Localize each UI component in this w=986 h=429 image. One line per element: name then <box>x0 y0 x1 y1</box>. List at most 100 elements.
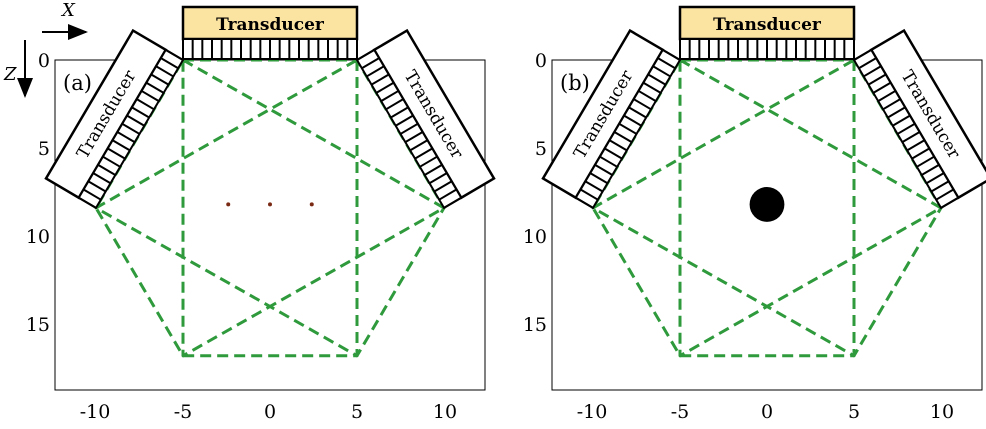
y-tick-label: 0 <box>38 50 50 72</box>
transducer-element <box>361 57 380 70</box>
transducer-element <box>390 106 409 119</box>
transducer-element <box>623 114 642 127</box>
x-tick-labels: -10 -5 0 5 10 <box>80 401 457 423</box>
panel-a: Transducer Transducer Transducer (a) -10… <box>26 5 496 423</box>
transducer-element <box>438 188 457 201</box>
x-tick-label: -10 <box>577 401 608 423</box>
transducer-element <box>911 147 930 160</box>
y-tick-labels: 0 5 10 15 <box>26 50 50 336</box>
transducer-element <box>97 164 116 176</box>
x-tick-labels: -10 -5 0 5 10 <box>577 401 954 423</box>
transducer-element <box>433 180 453 193</box>
transducer-element <box>589 172 609 185</box>
transducer-element <box>877 90 896 102</box>
transducer-right: Transducer <box>852 28 986 210</box>
y-tick-label: 15 <box>26 314 50 336</box>
transducer-element <box>150 73 170 86</box>
y-tick-label: 5 <box>38 138 50 160</box>
transducer-element <box>102 155 121 168</box>
point-target <box>309 202 314 207</box>
y-tick-label: 10 <box>523 226 547 248</box>
transducer-element <box>399 122 419 135</box>
transducer-element <box>366 65 385 78</box>
triangle-path <box>94 58 359 358</box>
transducer-element <box>901 131 921 144</box>
x-tick-label: 5 <box>351 401 363 423</box>
transducer-element <box>126 114 145 127</box>
transducer-element <box>584 180 604 193</box>
x-tick-label: -5 <box>671 401 690 423</box>
x-tick-label: 0 <box>761 401 773 423</box>
transducer-element <box>594 164 613 176</box>
transducer-right: Transducer <box>355 28 496 210</box>
transducer-element <box>356 48 375 61</box>
transducer-left: Transducer <box>541 28 682 210</box>
x-axis-letter: X <box>60 0 76 21</box>
transducer-element <box>580 188 599 201</box>
transducer-top-label: Transducer <box>713 15 822 35</box>
transducer-element <box>395 114 414 127</box>
transducer-element <box>443 196 462 209</box>
transducer-element <box>858 57 877 70</box>
transducer-element <box>925 172 945 185</box>
x-tick-label: 0 <box>264 401 276 423</box>
transducer-element <box>628 106 647 119</box>
transducer-top: Transducer <box>181 5 359 60</box>
transducer-body: Transducer <box>852 28 986 210</box>
transducer-element <box>121 122 141 135</box>
panel-label: (a) <box>63 71 92 95</box>
panel-label: (b) <box>560 71 590 95</box>
transducer-top-label: Transducer <box>216 15 325 35</box>
point-target <box>226 202 231 207</box>
targets <box>226 202 314 207</box>
transducer-element <box>613 131 633 144</box>
x-tick-label: -10 <box>80 401 111 423</box>
transducer-element <box>599 155 618 168</box>
x-tick-label: 5 <box>848 401 860 423</box>
transducer-element <box>853 48 872 61</box>
transducer-element <box>921 164 940 176</box>
z-axis-letter: Z <box>3 64 17 85</box>
transducer-element <box>370 73 390 86</box>
transducer-element <box>863 65 882 78</box>
transducer-element <box>872 81 892 94</box>
transducer-left: Transducer <box>44 28 185 210</box>
triangle-path <box>678 58 943 358</box>
point-target <box>268 202 272 207</box>
transducer-element <box>136 98 155 111</box>
triangle-path <box>181 58 446 358</box>
disk-target <box>749 187 785 222</box>
transducer-element <box>657 57 676 70</box>
transducer-element <box>940 196 959 209</box>
panel-b: Transducer Transducer Transducer (b) -10… <box>523 5 986 423</box>
transducer-element <box>78 196 97 209</box>
transducer-element <box>419 155 438 168</box>
transducer-element <box>414 147 433 160</box>
transducer-element <box>638 90 657 102</box>
transducer-element <box>380 90 399 102</box>
y-tick-label: 15 <box>523 314 547 336</box>
transducer-element <box>385 98 404 111</box>
transducer-element <box>618 122 638 135</box>
transducer-element <box>642 81 662 94</box>
transducer-element <box>83 188 102 201</box>
transducer-body: Transducer <box>44 28 185 210</box>
transducer-element <box>935 188 954 201</box>
transducer-element <box>404 131 424 144</box>
triangle-path <box>591 58 856 358</box>
y-tick-label: 5 <box>535 138 547 160</box>
transducer-element <box>887 106 906 119</box>
axis-indicator: X Z <box>3 0 88 98</box>
transducer-element <box>896 122 916 135</box>
y-tick-labels: 0 5 10 15 <box>523 50 547 336</box>
transducer-element <box>107 147 126 160</box>
transducer-element <box>633 98 652 111</box>
transducer-element <box>131 106 150 119</box>
x-tick-label: 10 <box>433 401 457 423</box>
y-tick-label: 0 <box>535 50 547 72</box>
transducer-element <box>882 98 901 111</box>
transducer-element <box>867 73 887 86</box>
targets <box>749 187 785 222</box>
transducer-element <box>116 131 136 144</box>
